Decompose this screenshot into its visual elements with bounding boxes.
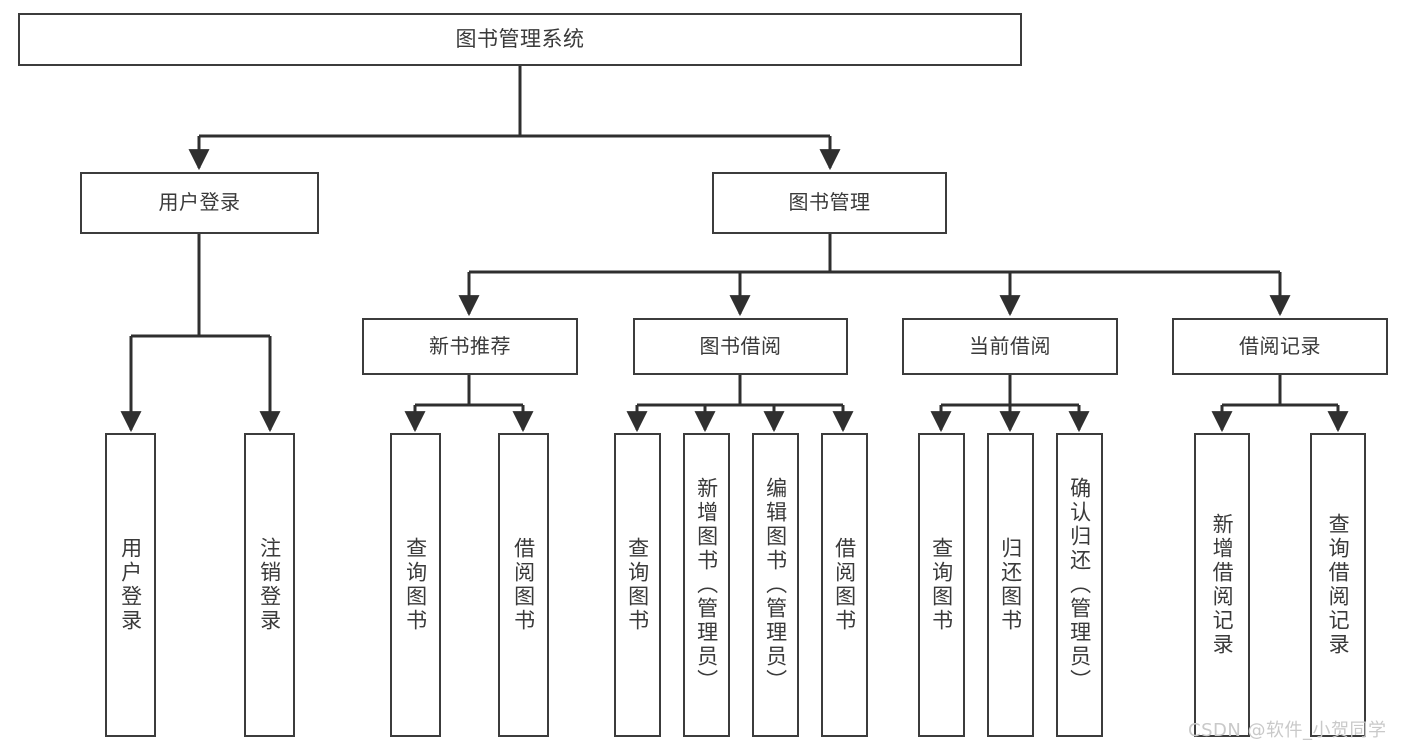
node-label: 当前借阅 xyxy=(969,333,1051,358)
node-book-management-system[interactable]: 图书管理系统 xyxy=(18,13,1022,66)
node-label: 归还图书 xyxy=(998,537,1023,633)
node-label: 图书借阅 xyxy=(699,333,782,358)
node-label: 注销登录 xyxy=(257,537,282,633)
leaf-book-borrow-borrow-book[interactable]: 借阅图书 xyxy=(821,433,868,737)
node-label: 用户登录 xyxy=(158,190,241,215)
leaf-user-login-logout[interactable]: 注销登录 xyxy=(244,433,295,737)
node-label: 编辑图书（管理员） xyxy=(763,477,788,693)
node-label: 新增借阅记录 xyxy=(1210,513,1235,657)
node-label: 确认归还（管理员） xyxy=(1067,477,1092,693)
node-label: 图书管理系统 xyxy=(455,27,585,52)
node-label: 查询图书 xyxy=(625,537,650,633)
leaf-book-borrow-add-book-admin[interactable]: 新增图书（管理员） xyxy=(683,433,730,737)
node-book-management[interactable]: 图书管理 xyxy=(712,172,947,234)
csdn-watermark: CSDN @软件_小贺同学 xyxy=(1188,720,1387,741)
leaf-current-borrow-query-book[interactable]: 查询图书 xyxy=(918,433,965,737)
leaf-book-borrow-edit-book-admin[interactable]: 编辑图书（管理员） xyxy=(752,433,799,737)
leaf-new-book-borrow-book[interactable]: 借阅图书 xyxy=(498,433,549,737)
node-new-book-recommendation[interactable]: 新书推荐 xyxy=(362,318,578,375)
leaf-current-borrow-confirm-return-admin[interactable]: 确认归还（管理员） xyxy=(1056,433,1103,737)
node-label: 查询借阅记录 xyxy=(1326,513,1351,657)
leaf-borrow-record-query-record[interactable]: 查询借阅记录 xyxy=(1310,433,1366,737)
node-label: 查询图书 xyxy=(403,537,428,633)
node-label: 借阅图书 xyxy=(832,537,857,633)
leaf-borrow-record-add-record[interactable]: 新增借阅记录 xyxy=(1194,433,1250,737)
node-current-borrowing[interactable]: 当前借阅 xyxy=(902,318,1118,375)
leaf-new-book-query-book[interactable]: 查询图书 xyxy=(390,433,441,737)
node-label: 用户登录 xyxy=(118,537,143,633)
node-label: 新书推荐 xyxy=(429,333,511,358)
node-label: 图书管理 xyxy=(788,190,871,215)
node-borrowing-record[interactable]: 借阅记录 xyxy=(1172,318,1388,375)
node-book-borrowing[interactable]: 图书借阅 xyxy=(633,318,848,375)
node-label: 查询图书 xyxy=(929,537,954,633)
node-label: 借阅图书 xyxy=(511,537,536,633)
node-user-login[interactable]: 用户登录 xyxy=(80,172,319,234)
leaf-current-borrow-return-book[interactable]: 归还图书 xyxy=(987,433,1034,737)
leaf-book-borrow-query-book[interactable]: 查询图书 xyxy=(614,433,661,737)
leaf-user-login-login[interactable]: 用户登录 xyxy=(105,433,156,737)
node-label: 借阅记录 xyxy=(1239,333,1321,358)
node-label: 新增图书（管理员） xyxy=(694,477,719,693)
